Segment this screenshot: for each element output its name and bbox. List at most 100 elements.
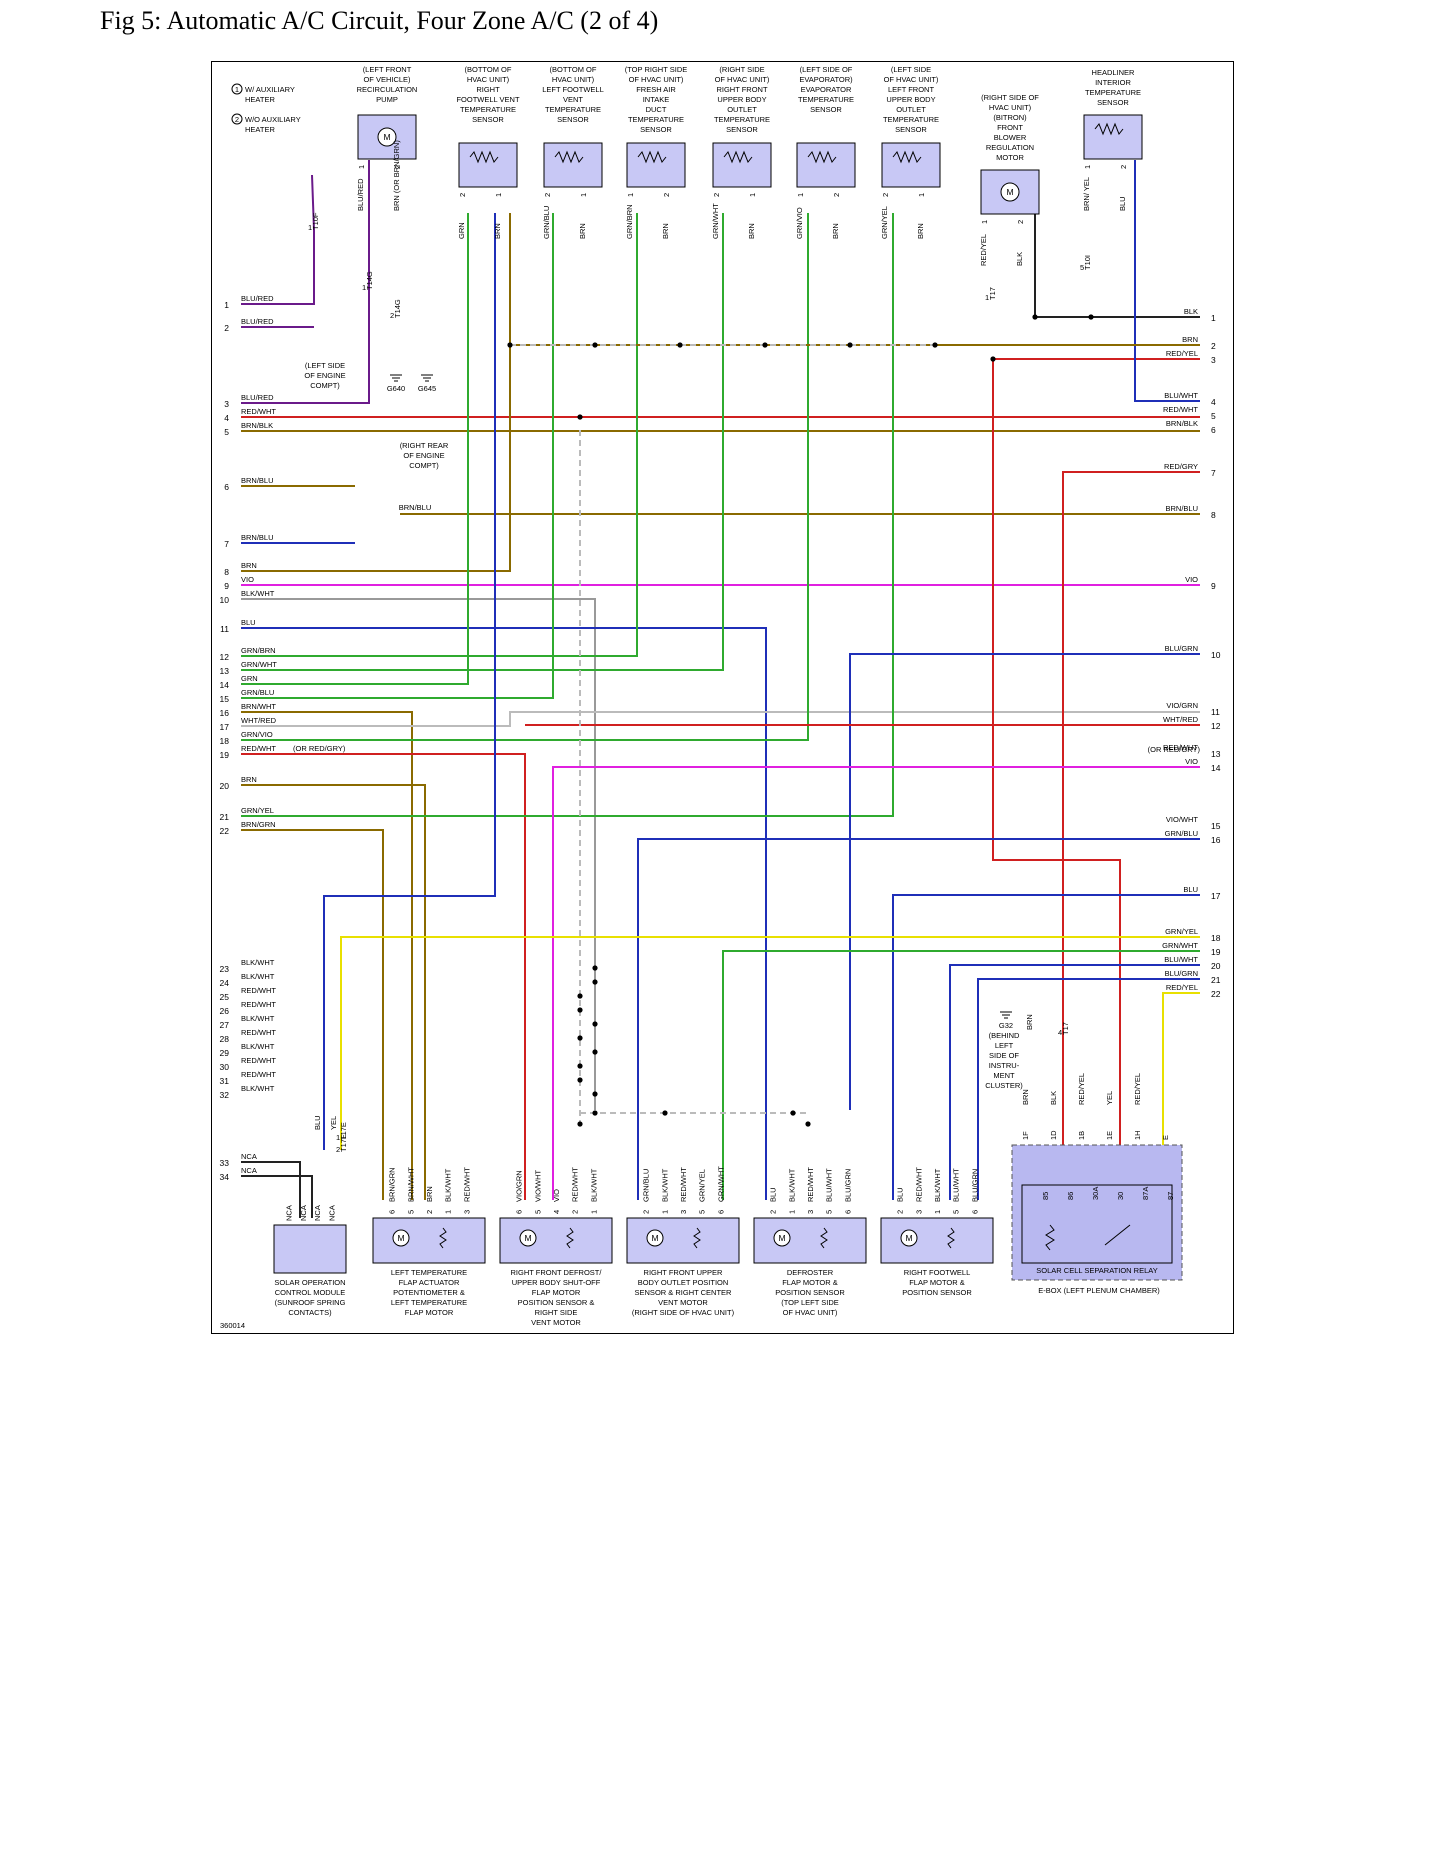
connector-name: T17E	[339, 1122, 348, 1140]
label-line: TEMPERATURE	[628, 115, 684, 124]
label-line: FOOTWELL VENT	[456, 95, 519, 104]
pin-number: 6	[716, 1210, 725, 1214]
wire-brn-grn-22	[241, 829, 384, 1200]
component-box	[626, 142, 686, 188]
label-line: SIDE OF	[989, 1051, 1019, 1060]
left-circuit-number: 30	[220, 1062, 230, 1072]
pin-wire-color: VIO	[552, 1189, 561, 1202]
right-circuit-number: 4	[1211, 397, 1216, 407]
component-box	[881, 142, 941, 188]
right-circuit-number: 3	[1211, 355, 1216, 365]
relay-pin: 30A	[1091, 1187, 1100, 1200]
label-line: TEMPERATURE	[545, 105, 601, 114]
pin-wire-color: BRN	[425, 1186, 434, 1202]
pin-number: 2	[642, 1210, 651, 1214]
pin-number: 1	[494, 193, 503, 197]
component-box	[753, 1217, 867, 1264]
connector-pin: 2	[390, 311, 394, 320]
wire-nca-33	[241, 1161, 301, 1218]
left-circuit-color: BRN	[241, 775, 257, 784]
mid-wire-label: BRN/BLU	[399, 503, 432, 512]
left-circuit-number: 33	[220, 1158, 230, 1168]
ground-label: G640	[387, 384, 405, 393]
label-line: LEFT	[995, 1041, 1014, 1050]
label-line: VENT	[563, 95, 583, 104]
label-line: (TOP LEFT SIDE	[781, 1298, 839, 1307]
pin-wire-color: BLK	[1015, 252, 1024, 266]
right-circuit-color: BLU/GRN	[1165, 644, 1198, 653]
splice-dot	[805, 1121, 811, 1127]
connector-name: T17	[1061, 1022, 1070, 1035]
left-circuit-color: BRN/BLK	[241, 421, 273, 430]
relay-terminal: 1E	[1105, 1131, 1114, 1140]
wire-brn-20	[241, 784, 426, 1200]
pin-number: 2	[425, 1210, 434, 1214]
label-line: FLAP MOTOR	[405, 1308, 454, 1317]
right-circuit-number: 20	[1211, 961, 1221, 971]
label-line: CLUSTER)	[985, 1081, 1023, 1090]
wire-brn-wht-16	[241, 711, 413, 1200]
potentiometer-icon	[947, 1227, 955, 1249]
splice-dot	[577, 1063, 583, 1069]
right-circuit-number: 16	[1211, 835, 1221, 845]
pin-wire-color: BLU	[896, 1187, 905, 1202]
label-line: (LEFT SIDE	[891, 65, 931, 74]
label-line: POTENTIOMETER &	[393, 1288, 465, 1297]
pin-wire-color: BRN	[493, 223, 502, 239]
resistor-icon	[1094, 122, 1124, 136]
component-box	[796, 142, 856, 188]
wire-nca-34	[241, 1175, 313, 1218]
wire-red-yel-3	[992, 358, 1200, 1150]
ground-icon	[1000, 1011, 1012, 1019]
label-line: EVAPORATOR	[801, 85, 852, 94]
connector-name: T14G	[365, 271, 374, 290]
left-circuit-number: 19	[220, 750, 230, 760]
right-circuit-color: GRN/YEL	[1165, 927, 1198, 936]
label-line: FLAP MOTOR &	[909, 1278, 965, 1287]
pin-number: 5	[825, 1210, 834, 1214]
left-circuit-number: 15	[220, 694, 230, 704]
splice-dot	[932, 342, 938, 348]
splice-dot	[662, 1110, 668, 1116]
pin-number: NCA	[284, 1205, 293, 1221]
left-circuit-number: 17	[220, 722, 230, 732]
left-circuit-color: RED/WHT	[241, 1070, 276, 1079]
left-circuit-color: BRN/GRN	[241, 820, 276, 829]
pin-number: 5	[406, 1210, 415, 1214]
left-circuit-number: 14	[220, 680, 230, 690]
pin-wire-color: RED/WHT	[462, 1167, 471, 1202]
pin-number: 5	[533, 1210, 542, 1214]
label-line: (BITRON)	[993, 113, 1027, 122]
component-box	[499, 1217, 613, 1264]
pin-wire-color: BLK/WHT	[444, 1168, 453, 1202]
label-line: POSITION SENSOR	[775, 1288, 845, 1297]
pin-wire-color: BLU/RED	[356, 178, 365, 211]
label-line: COMPT)	[310, 381, 340, 390]
left-circuit-number: 28	[220, 1034, 230, 1044]
label-line: SENSOR	[726, 125, 758, 134]
label-line: RIGHT FRONT UPPER	[644, 1268, 723, 1277]
right-circuit-color: RED/WHT	[1163, 405, 1198, 414]
ground-g640: G640	[387, 374, 405, 393]
component-box	[880, 1217, 994, 1264]
label-line: SENSOR	[810, 105, 842, 114]
pin-number: 1	[444, 1210, 453, 1214]
right-circuit-number: 8	[1211, 510, 1216, 520]
pin-wire-color: BLU/GRN	[970, 1169, 979, 1202]
right-circuit-number: 2	[1211, 341, 1216, 351]
label-line: BODY OUTLET POSITION	[638, 1278, 729, 1287]
component-box	[273, 1224, 347, 1274]
pin-number: 6	[843, 1210, 852, 1214]
pin-number: 2	[393, 165, 402, 169]
left-circuit-number: 31	[220, 1076, 230, 1086]
